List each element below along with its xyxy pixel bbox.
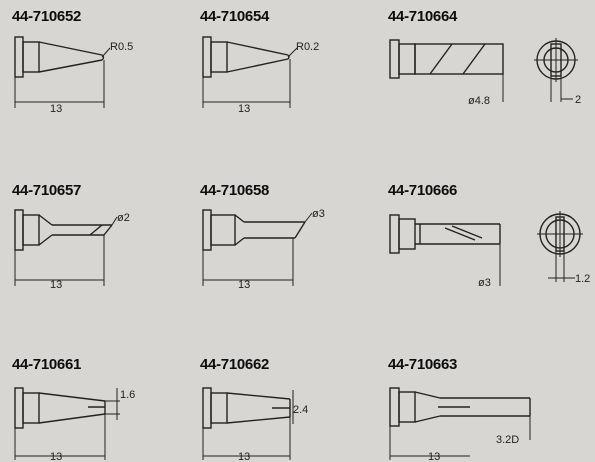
part-number-label: 44-710662: [200, 356, 270, 373]
width-dim-label: 1.6: [120, 389, 135, 401]
tip-end-view-blade: 1.2: [537, 211, 590, 285]
tip-drawing-blade-3: ø3: [389, 214, 501, 289]
length-dim-label: 13: [50, 451, 62, 462]
tip-drawing-screwdriver-16: 1.6 13: [14, 387, 135, 462]
part-number-label: 44-710664: [388, 8, 458, 25]
part-number-label: 44-710661: [12, 356, 82, 373]
diameter-dim-label: ø3: [312, 208, 325, 220]
width-dim-label: 1.2: [575, 273, 590, 285]
tip-drawing-screwdriver-24: 2.4 13: [202, 387, 308, 462]
radius-dim-label: R0.2: [296, 41, 319, 53]
width-dim-label: 2.4: [293, 404, 308, 416]
part-number-label: 44-710654: [200, 8, 270, 25]
tip-drawing-screwdriver-32d: 3.2D 13: [389, 387, 531, 462]
length-dim-label: 13: [50, 103, 62, 115]
part-number-label: 44-710666: [388, 182, 458, 199]
part-number-label: 44-710657: [12, 182, 82, 199]
part-number-label: 44-710658: [200, 182, 270, 199]
diameter-dim-label: ø4.8: [468, 95, 490, 107]
part-number-label: 44-710663: [388, 356, 458, 373]
length-dim-label: 13: [50, 279, 62, 291]
radius-dim-label: R0.5: [110, 41, 133, 53]
diameter-dim-label: ø3: [478, 277, 491, 289]
tip-end-view-blade: 2: [534, 38, 581, 106]
length-dim-label: 13: [238, 103, 250, 115]
tip-drawing-bevel-3: ø3 13: [202, 208, 325, 291]
diameter-dim-label: ø2: [117, 212, 130, 224]
tip-drawing-conical-r02: R0.2 13: [202, 36, 319, 115]
part-number-label: 44-710652: [12, 8, 82, 25]
thickness-dim-label: 3.2D: [496, 434, 519, 446]
tip-drawing-conical-r05: R0.5 13: [14, 36, 133, 115]
length-dim-label: 13: [238, 451, 250, 462]
length-dim-label: 13: [238, 279, 250, 291]
length-dim-label: 13: [428, 451, 440, 462]
tip-drawing-blade-48: ø4.8: [389, 39, 504, 107]
width-dim-label: 2: [575, 94, 581, 106]
tip-drawing-bevel-2: ø2 13: [14, 209, 130, 291]
